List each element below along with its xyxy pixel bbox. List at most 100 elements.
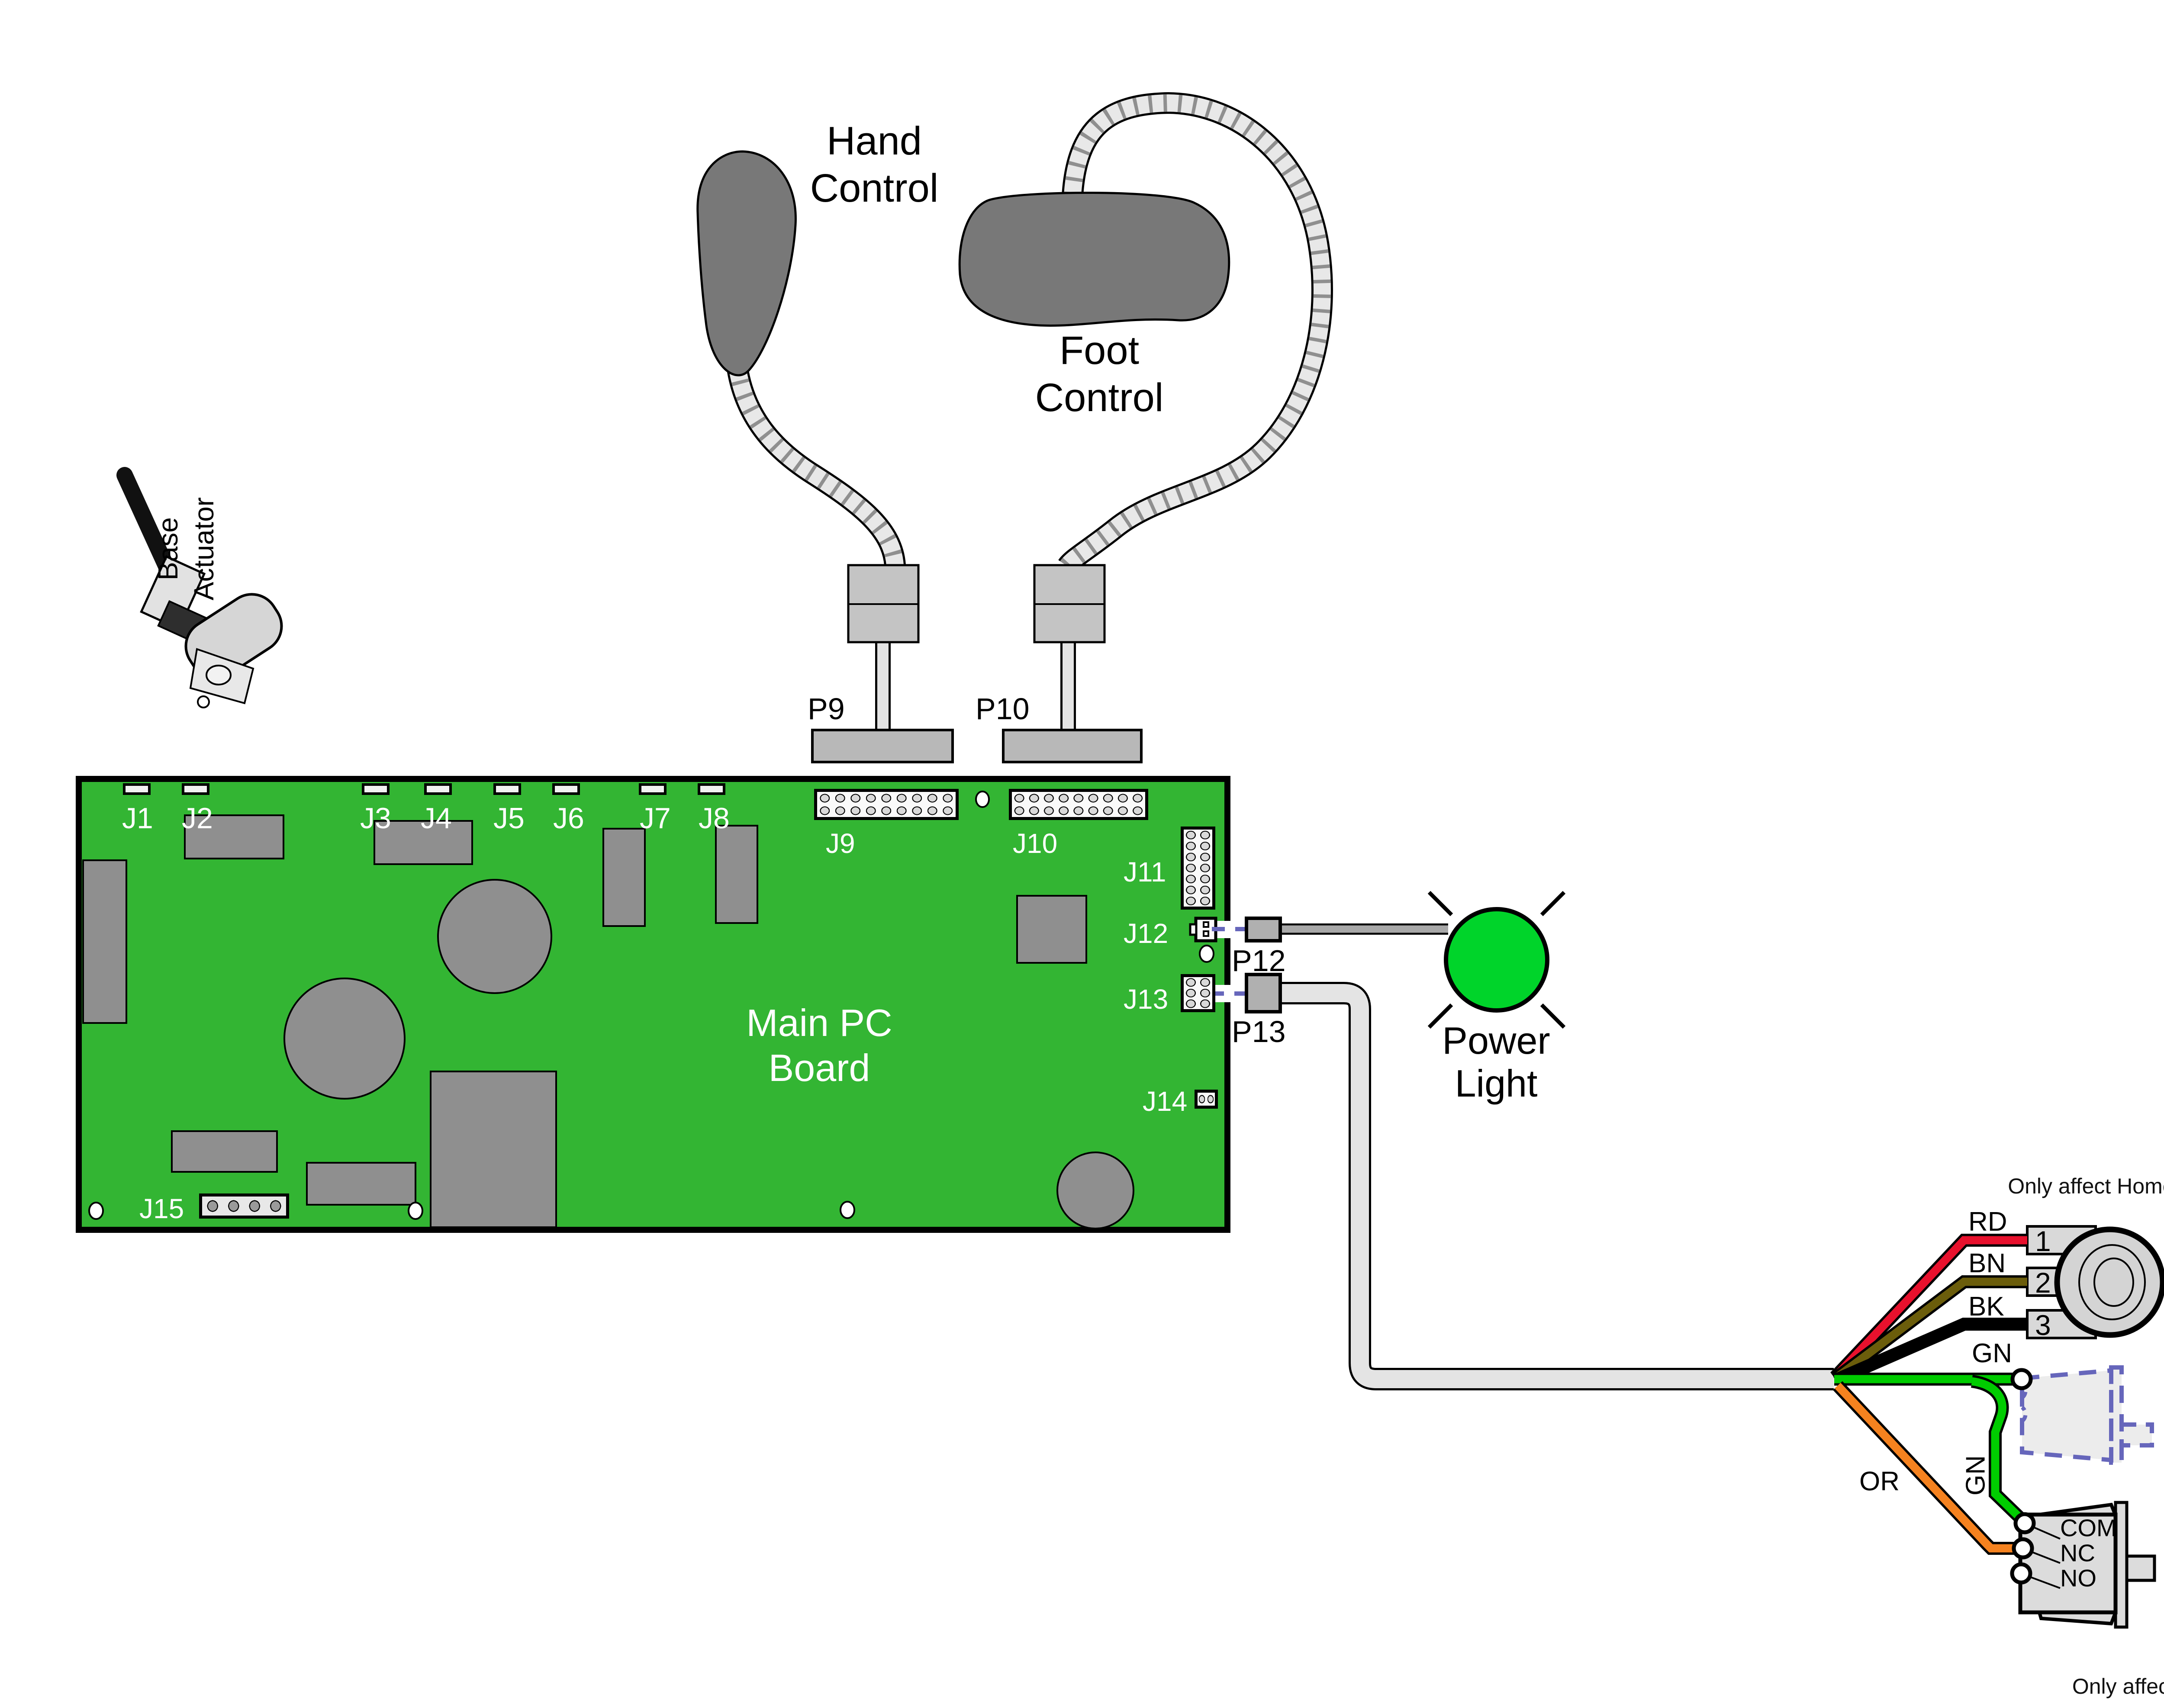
j1-label: J1 xyxy=(122,802,153,835)
com-label: COM xyxy=(2060,1514,2117,1541)
gn-wire-vertical-label: GN xyxy=(1961,1455,1991,1496)
power-light-label: Power Light xyxy=(1366,1019,1626,1105)
j4-tab xyxy=(424,783,452,795)
j9-label: J9 xyxy=(826,828,855,859)
power-light-line1: Power xyxy=(1442,1019,1550,1062)
foot-control-coil-cord xyxy=(1058,92,1333,573)
base-actuator-line2: Actuator xyxy=(188,497,219,601)
power-light-lamp xyxy=(1444,907,1549,1013)
no-terminal xyxy=(2010,1562,2032,1585)
j5-label: J5 xyxy=(493,802,525,835)
p13-connector xyxy=(1245,973,1282,1013)
component-circle xyxy=(283,978,406,1100)
sensor-terminal-3: 3 xyxy=(2035,1309,2051,1341)
component-circle xyxy=(1056,1152,1134,1229)
wire-bn xyxy=(1832,1277,2027,1382)
sensor-wires xyxy=(1830,1234,2028,1555)
p10-plug-assembly xyxy=(1002,564,1143,763)
base-actuator-label: Base Actuator xyxy=(150,419,222,679)
gn-wire-label: GN xyxy=(1972,1338,2012,1368)
j14-label: J14 xyxy=(1143,1086,1188,1117)
j9-header xyxy=(814,789,959,820)
rd-wire-label: RD xyxy=(1968,1207,2007,1237)
sensor-terminal-2: 2 xyxy=(2035,1267,2051,1299)
p12-connector xyxy=(1245,917,1282,942)
hand-control-line2: Control xyxy=(810,166,939,210)
j12-label: J12 xyxy=(1124,918,1169,949)
board-title: Main PC Board xyxy=(689,1000,949,1090)
bn-wire-label: BN xyxy=(1968,1248,2006,1278)
component-rect xyxy=(1016,895,1087,964)
wire-terminals xyxy=(2010,1368,2036,1585)
base-down-limit-switch xyxy=(2018,1501,2156,1629)
j6-label: J6 xyxy=(553,802,584,835)
j15-label: J15 xyxy=(139,1193,184,1224)
p9-label: P9 xyxy=(808,692,845,726)
component-rect xyxy=(184,814,284,859)
j1-tab xyxy=(123,783,151,795)
component-rect xyxy=(715,825,758,924)
j2-tab xyxy=(182,783,209,795)
wire-bk xyxy=(1833,1320,2027,1384)
j8-tab xyxy=(698,783,725,795)
j10-label: J10 xyxy=(1013,828,1058,859)
foot-control-line1: Foot xyxy=(1059,328,1140,373)
j11-header xyxy=(1181,827,1215,910)
hand-control-line1: Hand xyxy=(827,119,922,163)
foot-control-label: Foot Control xyxy=(969,327,1229,421)
j8-label: J8 xyxy=(699,802,730,835)
j13-header xyxy=(1181,974,1215,1012)
component-rect xyxy=(430,1071,557,1228)
foot-control-line2: Control xyxy=(1035,375,1164,420)
base-actuator-line1: Base xyxy=(152,517,184,581)
j10-header xyxy=(1009,789,1148,820)
p10-label: P10 xyxy=(976,692,1030,726)
j14-header xyxy=(1195,1090,1218,1109)
j5-tab xyxy=(493,783,521,795)
wire-or xyxy=(1835,1383,2017,1553)
j3-label: J3 xyxy=(360,802,391,835)
sensor-terminal-1: 1 xyxy=(2035,1225,2051,1257)
board-title-line2: Board xyxy=(768,1046,870,1089)
component-rect xyxy=(306,1162,416,1206)
com-terminal xyxy=(2013,1512,2036,1534)
component-rect xyxy=(171,1130,278,1173)
component-rect xyxy=(602,828,646,927)
j7-label: J7 xyxy=(640,802,671,835)
j13-label: J13 xyxy=(1124,984,1169,1015)
component-rect xyxy=(374,820,473,865)
hand-control-label: Hand Control xyxy=(744,118,1004,212)
or-wire-label: OR xyxy=(1859,1467,1900,1496)
hand-control-device xyxy=(696,150,797,376)
p9-plug-assembly xyxy=(811,564,954,763)
hand-control-coil-cord xyxy=(726,364,906,566)
nc-terminal xyxy=(2012,1537,2034,1560)
p12-label: P12 xyxy=(1232,944,1286,978)
reference-only-switch xyxy=(2020,1365,2154,1465)
j4-label: J4 xyxy=(421,802,452,835)
wire-rd xyxy=(1832,1236,2027,1380)
gn-terminal xyxy=(2010,1368,2033,1390)
board-components xyxy=(82,814,1134,1229)
home-position-b-note: Only affect Home Position B xyxy=(2072,1674,2164,1698)
component-circle xyxy=(437,879,552,994)
component-rect xyxy=(82,859,127,1024)
sensor-cable xyxy=(1279,984,1834,1388)
j11-label: J11 xyxy=(1124,856,1166,888)
bk-wire-label: BK xyxy=(1968,1292,2004,1322)
nc-label: NC xyxy=(2060,1539,2095,1566)
no-label: NO xyxy=(2060,1564,2096,1592)
j15-header xyxy=(199,1193,289,1219)
j7-tab xyxy=(639,783,667,795)
mounting-holes xyxy=(88,791,1214,1220)
j6-tab xyxy=(552,783,580,795)
power-light-line2: Light xyxy=(1455,1061,1538,1105)
wire-gn-b xyxy=(1971,1377,2026,1524)
home-position-a-note: Only affect Home Position A xyxy=(2008,1174,2164,1198)
power-light-rays xyxy=(1427,891,1566,1029)
j2-label: J2 xyxy=(182,802,213,835)
foot-control-device xyxy=(958,192,1230,327)
base-position-sensor xyxy=(2026,1225,2164,1339)
